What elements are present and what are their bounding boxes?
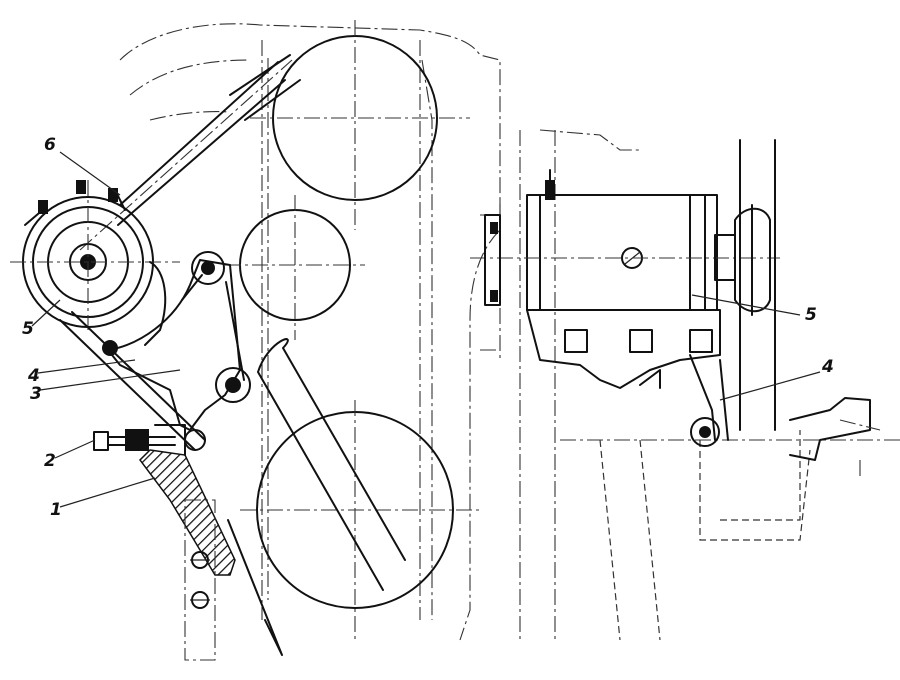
leader-r5 — [691, 294, 801, 316]
belt-strap — [257, 338, 406, 591]
callout-5-left: 5 — [22, 319, 34, 339]
leader-6 — [59, 151, 121, 196]
leader-r4 — [719, 371, 821, 401]
callout-6: 6 — [44, 135, 56, 155]
callout-4-left: 4 — [27, 366, 40, 386]
leader-1 — [59, 477, 156, 508]
belt-path — [267, 58, 433, 620]
front-view — [10, 20, 501, 661]
bracket-lower-pivot — [215, 367, 251, 403]
adjusting-bracket — [107, 259, 241, 431]
generator-front — [10, 180, 180, 346]
side-strap-bolt — [690, 417, 720, 447]
mounting-bracket — [139, 449, 236, 576]
side-view — [470, 129, 900, 641]
generator-diagonal-link — [79, 59, 293, 251]
engine-block-inner-outline — [129, 59, 251, 121]
generator-side — [470, 169, 780, 311]
side-mount-bracket — [526, 309, 721, 389]
callout-5-right: 5 — [805, 305, 817, 325]
upper-link-arm — [117, 61, 286, 226]
leader-2 — [54, 439, 96, 459]
belt-strap-upper — [229, 54, 301, 121]
callout-1: 1 — [50, 500, 62, 520]
engine-block-outline — [119, 23, 501, 641]
callout-2: 2 — [44, 451, 56, 471]
callout-3: 3 — [30, 384, 42, 404]
side-tension-strap — [689, 354, 729, 441]
callout-4-right: 4 — [821, 357, 834, 377]
adjusting-bolt — [93, 424, 206, 456]
leader-4 — [37, 359, 136, 374]
timing-cover-outline — [261, 40, 421, 620]
leader-3 — [39, 369, 181, 391]
generator-pulley-side — [714, 139, 776, 431]
leader-5 — [31, 299, 61, 327]
side-block-outline — [519, 129, 900, 640]
bracket-upper-pivot — [191, 251, 225, 285]
